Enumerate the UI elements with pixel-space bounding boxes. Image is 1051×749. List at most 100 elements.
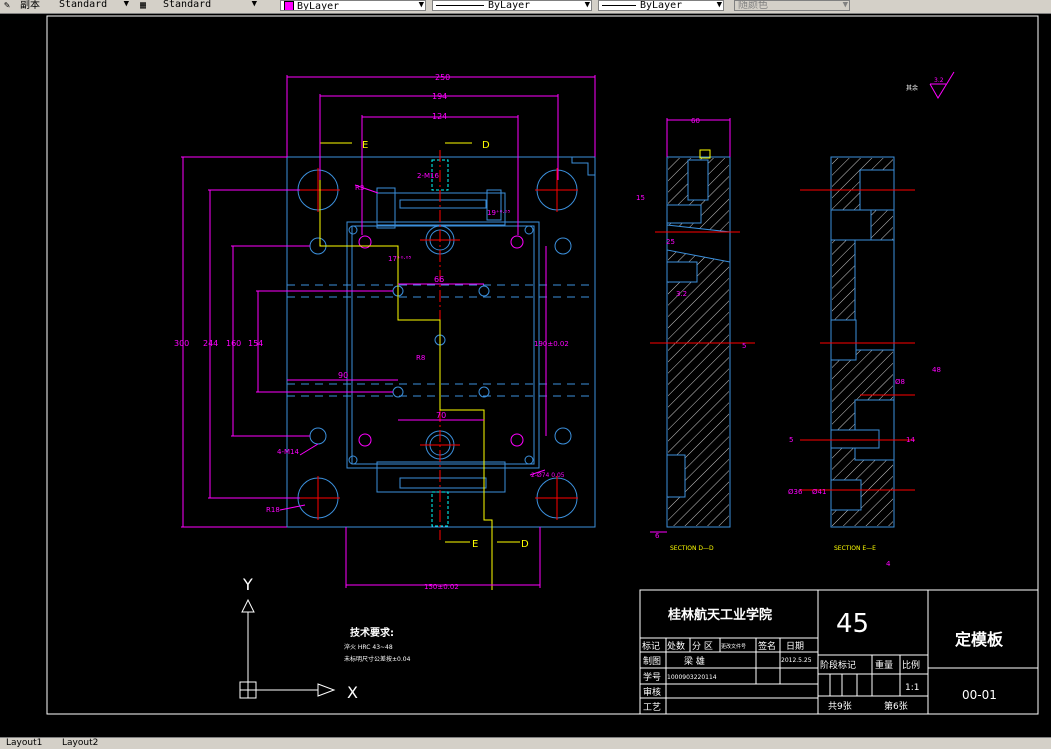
school-name: 桂林航天工业学院 <box>667 607 772 623</box>
lineweight-preview <box>602 4 636 6</box>
chevron-down-icon: ▼ <box>123 0 129 9</box>
section-d-top: D <box>482 140 490 151</box>
chevron-down-icon: ▼ <box>842 0 848 10</box>
dim-25: 25 <box>666 238 675 246</box>
layout-tabs: Layout1 Layout2 <box>0 737 1051 749</box>
row-draw: 制图 <box>643 655 661 667</box>
ucs-y-label: Y <box>242 575 253 594</box>
plot-style-value: 随颜色 <box>738 0 768 11</box>
header-sign: 签名 <box>758 640 776 652</box>
dim-14: 14 <box>906 436 915 444</box>
draw-date: 2012.5.25 <box>781 657 812 664</box>
dim-124: 124 <box>432 112 447 121</box>
dim-19: 19⁺⁰·⁰⁵ <box>487 209 510 217</box>
chevron-down-icon: ▼ <box>418 0 424 10</box>
lineweight-dropdown[interactable]: ByLayer ▼ <box>598 0 724 11</box>
dim-d36: Ø36 <box>788 488 803 496</box>
chevron-down-icon: ▼ <box>251 0 257 9</box>
color-value: ByLayer <box>297 1 340 11</box>
roughness-label: 其余 <box>906 84 918 92</box>
dim-194: 194 <box>432 92 447 101</box>
stage-label: 阶段标记 <box>820 659 856 671</box>
lineweight-value: ByLayer <box>640 0 683 11</box>
section-ee-label: SECTION E—E <box>834 545 876 552</box>
header-zone: 分 区 <box>692 641 713 652</box>
dim-r18: R18 <box>266 506 280 514</box>
plan-view: 250 194 124 300 244 160 154 150±0.02 190… <box>174 73 596 591</box>
part-number: 00-01 <box>962 688 997 702</box>
notes-line1: 淬火 HRC 43~48 <box>344 643 393 651</box>
dim-r8: R8 <box>416 354 425 362</box>
dim-style-icon[interactable]: ▦ <box>140 0 147 11</box>
dim-70: 70 <box>436 411 446 420</box>
dim-66: 66 <box>434 275 444 284</box>
header-date: 日期 <box>786 641 804 652</box>
drawer-name: 梁 雄 <box>684 655 705 667</box>
dim-5b: 5 <box>789 436 793 444</box>
dim-48: 48 <box>932 366 941 374</box>
dim-3-2: 3.2 <box>676 290 687 298</box>
linetype-dropdown[interactable]: ByLayer ▼ <box>432 0 592 11</box>
sheets-total: 共9张 <box>828 701 852 712</box>
roughness-value: 3.2 <box>934 77 944 84</box>
drawing-border <box>46 15 1039 715</box>
notes-line2: 未标明尺寸公差按±0.04 <box>344 655 411 663</box>
title-block-text: 桂林航天工业学院 45 定模板 00-01 标记 处数 分 区 更改文件号 签名… <box>642 607 1004 713</box>
color-dropdown[interactable]: ByLayer ▼ <box>280 0 426 11</box>
section-ee-view: 48 Ø8 14 5 Ø36 Ø41 4 SECTION E—E <box>788 156 941 568</box>
text-style-dropdown[interactable]: Standard ▼ <box>56 0 130 11</box>
part-name: 定模板 <box>954 630 1004 649</box>
color-swatch <box>284 1 294 10</box>
linetype-preview <box>436 4 484 6</box>
header-qty: 处数 <box>667 640 685 652</box>
text-style-icon[interactable]: ✎ <box>4 0 11 11</box>
chevron-down-icon: ▼ <box>716 0 722 10</box>
section-dd-label: SECTION D—D <box>670 545 714 552</box>
scale-label: 比例 <box>902 659 920 671</box>
text-style-value: Standard <box>59 0 108 10</box>
section-d-bottom: D <box>521 539 529 550</box>
dim-190: 190±0.02 <box>534 340 569 348</box>
section-e-bottom: E <box>472 539 478 550</box>
dim-4: 4 <box>886 560 891 568</box>
dim-6: 6 <box>655 532 660 540</box>
header-mark: 标记 <box>642 640 660 652</box>
drawing-canvas[interactable]: 250 194 124 300 244 160 154 150±0.02 190… <box>0 14 1051 736</box>
student-id: 1000903220114 <box>667 674 717 681</box>
title-block <box>639 589 1039 715</box>
plot-style-dropdown[interactable]: 随颜色 ▼ <box>734 0 850 11</box>
dim-d41: Ø41 <box>812 488 826 496</box>
dim-274: 2-Ø74 0.05 <box>531 472 565 479</box>
chevron-down-icon: ▼ <box>584 0 590 10</box>
row-id: 学号 <box>643 671 661 683</box>
dim-r3: R3 <box>355 184 364 192</box>
row-process: 工艺 <box>643 702 661 713</box>
tab-layout2[interactable]: Layout2 <box>62 738 99 748</box>
sheet-number: 第6张 <box>884 700 908 712</box>
notes-title: 技术要求: <box>350 626 394 639</box>
dim-250: 250 <box>435 73 450 82</box>
text-style-prefix: 副本 <box>20 0 40 11</box>
roughness-symbol: 其余 3.2 <box>906 71 955 99</box>
dim-d8: Ø8 <box>895 378 905 386</box>
dim-m16: 2-M16 <box>417 172 439 180</box>
dim-style-value: Standard <box>163 0 212 10</box>
dim-4m14: 4-M14 <box>277 448 299 456</box>
section-dd-view: 60 15 25 3.2 5 6 SECTION D—D <box>636 117 755 552</box>
section-e-top: E <box>362 140 368 151</box>
tab-layout1[interactable]: Layout1 <box>6 738 43 748</box>
dim-160: 160 <box>226 339 241 348</box>
dim-style-dropdown[interactable]: Standard ▼ <box>160 0 258 11</box>
weight-label: 重量 <box>875 659 893 671</box>
scale-value: 1:1 <box>905 683 919 693</box>
ucs-icon: Y X <box>239 575 358 702</box>
linetype-value: ByLayer <box>488 0 531 11</box>
dim-154: 154 <box>248 339 263 348</box>
dim-15: 15 <box>636 194 645 202</box>
dim-90: 90 <box>338 371 348 380</box>
row-review: 审核 <box>643 686 661 698</box>
dim-5: 5 <box>742 342 746 350</box>
header-doc: 更改文件号 <box>721 643 746 650</box>
dim-150: 150±0.02 <box>424 583 459 591</box>
material: 45 <box>836 609 869 639</box>
